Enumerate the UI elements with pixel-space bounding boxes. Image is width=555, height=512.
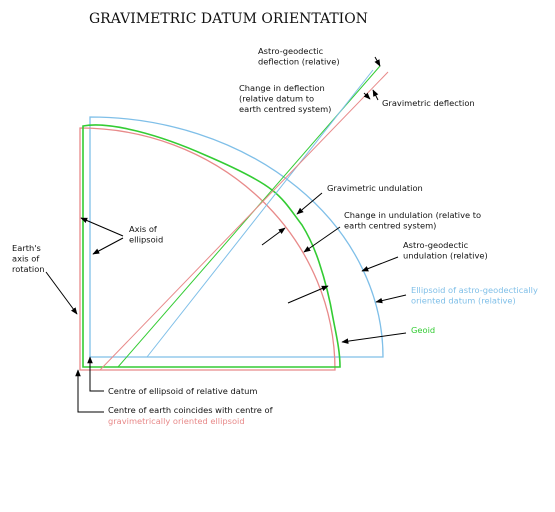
label-gravimetric-ellipsoid: gravimetrically oriented ellipsoid [108,416,245,426]
label-line: Astro-geodectic [403,240,469,250]
label-line: deflection (relative) [258,57,340,67]
gravimetric-deflection-arrow [372,89,379,101]
gravimetric-undulation-arrow [296,192,323,215]
axis-ellipsoid-arrow-upper [80,217,124,237]
label-line: Centre of earth coincides with centre of [108,405,274,415]
label-line: ellipsoid [129,235,163,245]
gravimetric-normal-line [99,71,389,371]
diagram-title: GRAVIMETRIC DATUM ORIENTATION [89,11,368,27]
label-gravimetric-undulation: Gravimetric undulation [327,183,423,193]
label-centre-earth: Centre of earth coincides with centre of [108,405,274,415]
label-centre-relative: Centre of ellipsoid of relative datum [108,386,257,396]
label-gravimetric-deflection: Gravimetric deflection [382,98,475,108]
label-line: axis of [12,254,40,264]
astro-normal-line [146,69,374,358]
label-line: gravimetrically oriented ellipsoid [108,416,245,426]
astro-undulation-arrow-lower [287,285,329,304]
undulation-arrow-left [261,227,286,246]
axis-ellipsoid-arrow-lower [92,237,124,255]
label-line: Gravimetric deflection [382,98,475,108]
label-line: Axis of [129,224,158,234]
label-line: earth centred system) [344,221,436,231]
label-line: Ellipsoid of astro-geodectically [411,285,538,295]
label-line: Gravimetric undulation [327,183,423,193]
centre-earth-arrow [75,369,104,413]
astro-undulation-arrow [361,256,399,272]
label-line: oriented datum (relative) [411,296,516,306]
label-line: Change in undulation (relative to [344,210,481,220]
label-line: Geoid [411,325,435,335]
astro-ellipsoid-outline [89,116,384,358]
change-undulation-arrow [303,226,341,253]
change-deflection-arrow [363,92,371,100]
astro-ellipsoid-arrow [375,294,407,304]
earth-axis-arrow [45,271,78,315]
label-line: Change in deflection [239,83,325,93]
geoid-outline [82,124,341,368]
astro-deflection-arrow [374,56,381,67]
gravimetric-ellipsoid-outline [79,127,336,371]
label-line: earth centred system) [239,104,331,114]
label-geoid: Geoid [411,325,435,335]
label-line: (relative datum to [239,94,314,104]
label-line: rotation [12,264,45,274]
centre-relative-arrow [87,356,104,392]
label-line: Earth's [12,243,41,253]
label-line: undulation (relative) [403,251,488,261]
label-line: Astro-geodectic [258,46,324,56]
label-line: Centre of ellipsoid of relative datum [108,386,257,396]
geoid-arrow [341,332,407,344]
